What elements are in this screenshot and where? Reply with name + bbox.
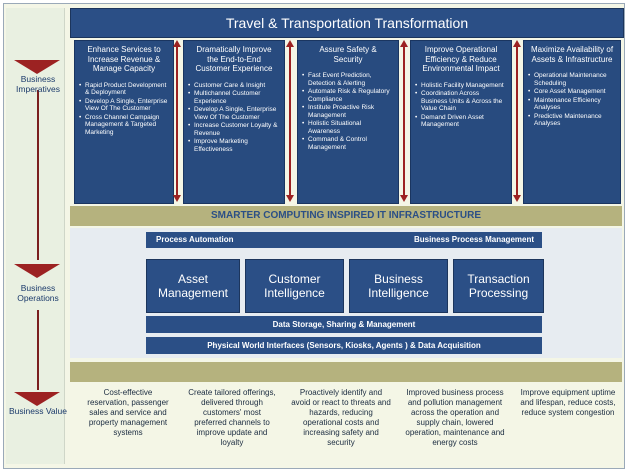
bullet-item: Predictive Maintenance Analyses bbox=[528, 113, 616, 128]
bullet-list: Operational Maintenance Scheduling Core … bbox=[524, 72, 620, 128]
value-text: Improve equipment uptime and lifespan, r… bbox=[520, 388, 616, 417]
bullet-item: Holistic Situational Awareness bbox=[302, 120, 394, 135]
column-title: Assure Safety & Security bbox=[319, 45, 377, 64]
bullet-list: Customer Care & Insight Multichannel Cus… bbox=[184, 82, 284, 154]
imperative-column: Maximize Availability of Assets & Infras… bbox=[523, 40, 621, 204]
double-arrow-icon bbox=[513, 40, 521, 202]
bullet-item: Fast Event Prediction, Detection & Alert… bbox=[302, 72, 394, 87]
bullet-item: Develop A Single, Enterprise View Of The… bbox=[79, 98, 169, 113]
value-text: Proactively identify and avoid or react … bbox=[291, 388, 391, 447]
column-title: Dramatically Improve the End-to-End Cust… bbox=[195, 45, 273, 73]
rail-connector bbox=[37, 90, 39, 260]
value-text: Improved business process and pollution … bbox=[405, 388, 505, 447]
imperative-column: Enhance Services to Increase Revenue & M… bbox=[74, 40, 174, 204]
bullet-item: Multichannel Customer Experience bbox=[188, 90, 280, 105]
bullet-item: Core Asset Management bbox=[528, 88, 616, 96]
bullet-list: Fast Event Prediction, Detection & Alert… bbox=[298, 72, 398, 151]
capability-box: Transaction Processing bbox=[453, 259, 544, 313]
double-arrow-icon bbox=[400, 40, 408, 202]
double-arrow-icon bbox=[173, 40, 181, 202]
data-storage-bar: Data Storage, Sharing & Management bbox=[146, 316, 542, 333]
value-band bbox=[70, 362, 622, 382]
value-text: Create tailored offerings, delivered thr… bbox=[188, 388, 276, 447]
process-bar: Process Automation Business Process Mana… bbox=[146, 232, 542, 248]
bullet-item: Improve Marketing Effectiveness bbox=[188, 138, 280, 153]
bullet-item: Holistic Facility Management bbox=[415, 82, 507, 90]
infrastructure-band: SMARTER COMPUTING INSPIRED IT INFRASTRUC… bbox=[70, 206, 622, 226]
left-rail bbox=[6, 8, 65, 464]
bullet-item: Coordination Across Business Units & Acr… bbox=[415, 90, 507, 113]
diagram-title: Travel & Transportation Transformation bbox=[70, 8, 624, 38]
value-text: Cost-effective reservation, passenger sa… bbox=[87, 388, 169, 437]
rail-connector bbox=[37, 310, 39, 390]
imperative-column: Assure Safety & Security Fast Event Pred… bbox=[297, 40, 399, 204]
bullet-item: Customer Care & Insight bbox=[188, 82, 280, 90]
imperative-column: Improve Operational Efficiency & Reduce … bbox=[410, 40, 512, 204]
column-title: Improve Operational Efficiency & Reduce … bbox=[422, 45, 500, 73]
physical-interfaces-bar: Physical World Interfaces (Sensors, Kios… bbox=[146, 337, 542, 354]
bullet-item: Institute Proactive Risk Management bbox=[302, 104, 394, 119]
bullet-item: Maintenance Efficiency Analyses bbox=[528, 97, 616, 112]
bullet-item: Operational Maintenance Scheduling bbox=[528, 72, 616, 87]
label-business-operations: Business Operations bbox=[17, 283, 59, 303]
bullet-item: Rapid Product Development & Deployment bbox=[79, 82, 169, 97]
column-title: Maximize Availability of Assets & Infras… bbox=[530, 45, 614, 64]
process-automation-label: Process Automation bbox=[156, 235, 234, 244]
label-business-value: Business Value bbox=[9, 406, 67, 416]
column-title: Enhance Services to Increase Revenue & M… bbox=[87, 45, 161, 73]
bullet-item: Increase Customer Loyalty & Revenue bbox=[188, 122, 280, 137]
bullet-list: Holistic Facility Management Coordinatio… bbox=[411, 82, 511, 129]
bullet-list: Rapid Product Development & Deployment D… bbox=[75, 82, 173, 137]
bullet-item: Automate Risk & Regulatory Compliance bbox=[302, 88, 394, 103]
bullet-item: Cross Channel Campaign Management & Targ… bbox=[79, 114, 169, 137]
bullet-item: Demand Driven Asset Management bbox=[415, 114, 507, 129]
capability-box: Asset Management bbox=[146, 259, 240, 313]
bullet-item: Develop A Single, Enterprise View Of The… bbox=[188, 106, 280, 121]
double-arrow-icon bbox=[286, 40, 294, 202]
capability-box: Customer Intelligence bbox=[245, 259, 344, 313]
capability-box: Business Intelligence bbox=[349, 259, 448, 313]
label-business-imperatives: Business Imperatives bbox=[16, 74, 60, 94]
imperative-column: Dramatically Improve the End-to-End Cust… bbox=[183, 40, 285, 204]
bullet-item: Command & Control Management bbox=[302, 136, 394, 151]
bpm-label: Business Process Management bbox=[413, 235, 534, 244]
